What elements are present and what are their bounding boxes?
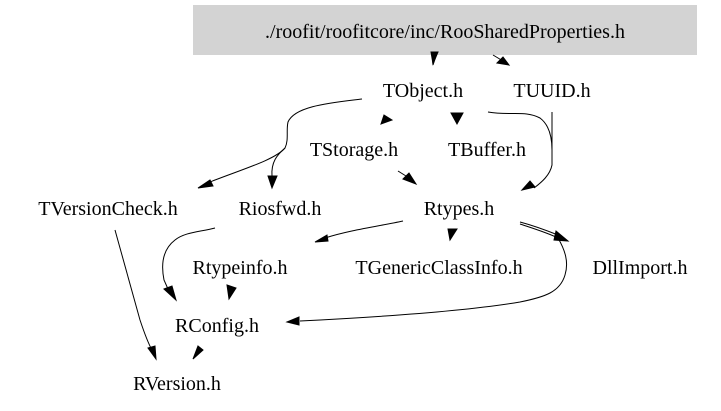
node-label-tstorage: TStorage.h: [310, 139, 398, 161]
edge-riosfwd-rconfig: [162, 227, 216, 302]
arrowhead: [447, 228, 458, 242]
arrowhead: [314, 234, 329, 243]
node-rtypeinfo[interactable]: Rtypeinfo.h: [193, 257, 288, 279]
node-label-riosfwd: Riosfwd.h: [239, 198, 322, 220]
node-rtypes[interactable]: Rtypes.h: [424, 198, 495, 220]
node-tobject[interactable]: TObject.h: [383, 80, 463, 102]
node-tversioncheck[interactable]: TVersionCheck.h: [38, 198, 177, 220]
edge-rtypes-rtypeinfo: [314, 220, 404, 243]
root-node-box: [193, 5, 697, 55]
arrowhead: [430, 51, 439, 66]
edge-rtypeinfo-rconfig: [226, 284, 237, 301]
edge-tstorage-rtypes: [397, 170, 418, 186]
node-rconfig[interactable]: RConfig.h: [175, 315, 259, 337]
arrowhead: [267, 175, 278, 190]
arrowhead: [495, 56, 511, 66]
node-rversion[interactable]: RVersion.h: [133, 373, 221, 395]
edge-rtypes-dllimport: [519, 221, 570, 242]
edge-tversioncheck-rversion: [114, 229, 157, 361]
node-tstorage[interactable]: TStorage.h: [310, 139, 398, 161]
edge-rtypes-tgenericclassinfo: [447, 228, 458, 242]
node-riosfwd[interactable]: Riosfwd.h: [239, 198, 322, 220]
arrowhead: [197, 179, 214, 189]
node-label-tuuid: TUUID.h: [513, 80, 590, 102]
arrowhead: [380, 114, 394, 125]
edge-tobject-tbuffer: [450, 112, 464, 126]
node-label-tobject: TObject.h: [383, 80, 463, 102]
node-label-rversion: RVersion.h: [133, 373, 221, 395]
node-label-dllimport: DllImport.h: [593, 257, 688, 279]
arrowhead: [147, 345, 157, 361]
edge-tobject-rtypes: [487, 111, 553, 151]
edge-root-tobject: [430, 51, 439, 66]
node-tgenericclassinfo[interactable]: TGenericClassInfo.h: [355, 257, 522, 279]
arrowhead: [285, 316, 300, 326]
edge-tobject-riosfwd: [267, 147, 286, 190]
edge-tuuid-rtypes: [520, 112, 553, 191]
edge-tobject-tstorage: [380, 114, 394, 125]
arrowhead: [163, 285, 177, 302]
node-label-tversioncheck: TVersionCheck.h: [38, 198, 177, 220]
edge-rconfig-rversion: [192, 345, 204, 360]
node-dllimport[interactable]: DllImport.h: [593, 257, 688, 279]
node-label-rtypes: Rtypes.h: [424, 198, 495, 220]
node-label-tgenericclassinfo: TGenericClassInfo.h: [355, 257, 522, 279]
root-node-label: ./roofit/roofitcore/inc/RooSharedPropert…: [265, 21, 625, 43]
node-label-tbuffer: TBuffer.h: [448, 139, 526, 161]
edge-tobject-tversioncheck: [197, 98, 363, 189]
node-tuuid[interactable]: TUUID.h: [513, 80, 590, 102]
node-label-rtypeinfo: Rtypeinfo.h: [193, 257, 288, 279]
node-label-rconfig: RConfig.h: [175, 315, 259, 337]
arrowhead: [450, 112, 464, 126]
arrowhead: [226, 284, 237, 301]
node-root[interactable]: ./roofit/roofitcore/inc/RooSharedPropert…: [193, 5, 697, 55]
arrowhead: [402, 172, 418, 186]
arrowhead: [192, 345, 204, 360]
node-tbuffer[interactable]: TBuffer.h: [448, 139, 526, 161]
edge-root-tuuid: [492, 54, 511, 66]
arrowhead: [520, 180, 536, 191]
arrowhead: [553, 230, 570, 242]
edge-rtypes-rconfig: [285, 223, 568, 326]
